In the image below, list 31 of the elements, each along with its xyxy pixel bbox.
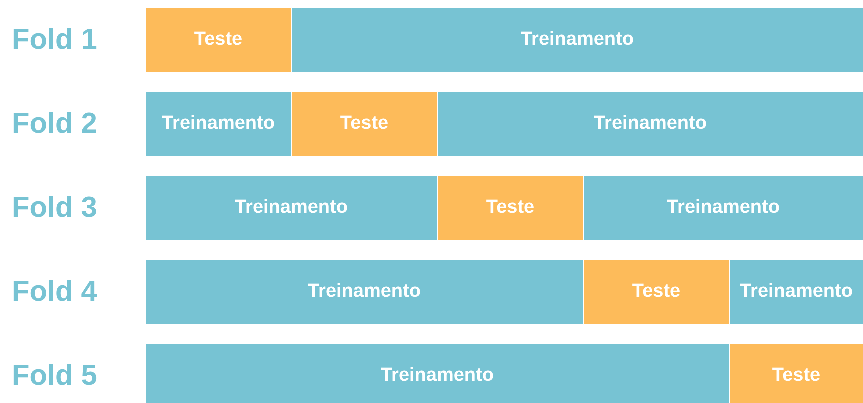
fold-label: Fold 3 (12, 191, 98, 225)
segment-label: Treinamento (594, 113, 707, 135)
training-segment (146, 176, 437, 240)
segment-label: Treinamento (667, 197, 780, 219)
fold-label: Fold 5 (12, 359, 98, 393)
fold-label: Fold 2 (12, 107, 98, 141)
fold-label: Fold 1 (12, 23, 98, 57)
segment-label: Treinamento (235, 197, 348, 219)
segment-label: Treinamento (740, 281, 853, 303)
test-segment (584, 260, 729, 324)
segment-label: Teste (194, 29, 243, 51)
segment-label: Teste (340, 113, 389, 135)
test-segment (146, 8, 291, 72)
segment-label: Teste (632, 281, 681, 303)
segment-label: Treinamento (162, 113, 275, 135)
test-segment (730, 344, 863, 403)
segment-label: Treinamento (521, 29, 634, 51)
segment-label: Teste (772, 365, 821, 387)
training-segment (146, 260, 583, 324)
segment-label: Treinamento (381, 365, 494, 387)
training-segment (146, 344, 729, 403)
training-segment (730, 260, 863, 324)
test-segment (438, 176, 583, 240)
segment-label: Treinamento (308, 281, 421, 303)
training-segment (292, 8, 863, 72)
training-segment (584, 176, 863, 240)
training-segment (438, 92, 863, 156)
segment-label: Teste (486, 197, 535, 219)
training-segment (146, 92, 291, 156)
test-segment (292, 92, 437, 156)
fold-label: Fold 4 (12, 275, 98, 309)
